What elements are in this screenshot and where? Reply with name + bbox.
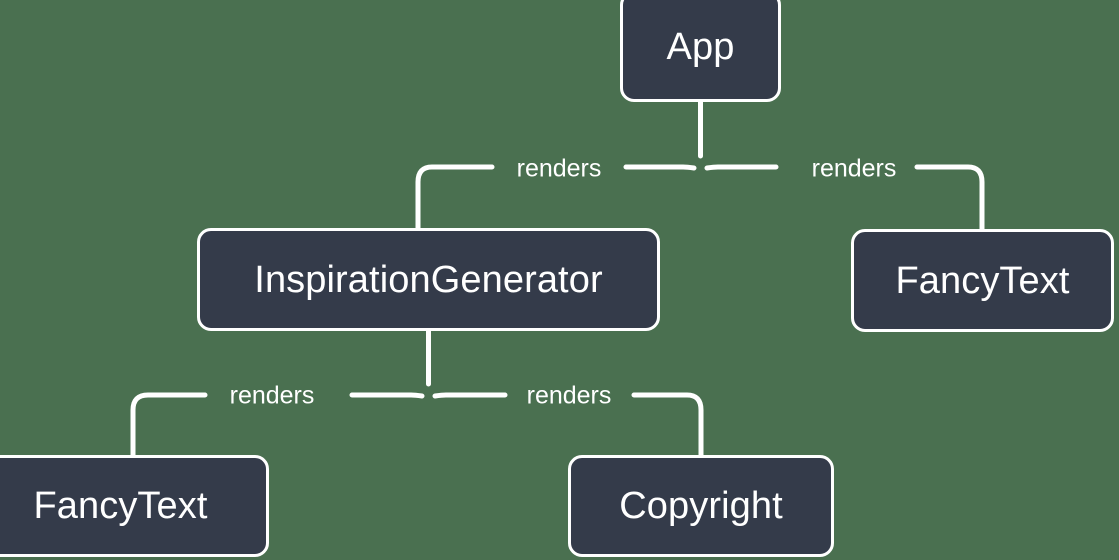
node-inspirationgenerator[interactable]: InspirationGenerator [197, 228, 660, 331]
node-copyright[interactable]: Copyright [568, 455, 834, 557]
edge-inspirationgenerator-to-fancytext [349, 392, 425, 399]
edge-label-app-to-fancytext-right: renders [811, 154, 897, 183]
edge-app-to-inspirationgenerator [623, 164, 697, 171]
edge-app-to-inspirationgenerator-arm [415, 164, 495, 231]
node-app[interactable]: App [620, 0, 781, 102]
edge-label-inspirationgenerator-to-fancytext: renders [229, 381, 315, 410]
node-inspirationgenerator-label: InspirationGenerator [254, 258, 603, 301]
edge-label-app-to-inspirationgenerator: renders [516, 154, 602, 183]
edge-inspirationgenerator-to-copyright-arm [631, 392, 704, 458]
edge-inspirationgenerator-to-copyright [432, 392, 508, 399]
node-fancytext-right-label: FancyText [895, 259, 1070, 302]
edge-inspirationgenerator-to-fancytext-arm [130, 392, 208, 458]
edge-app-to-fancytext-right [704, 164, 779, 171]
node-fancytext-bottom[interactable]: FancyText [0, 455, 269, 557]
node-fancytext-right[interactable]: FancyText [851, 229, 1114, 332]
edge-app-to-fancytext-right-arm [914, 164, 985, 232]
node-fancytext-bottom-label: FancyText [33, 485, 208, 527]
edge-label-inspirationgenerator-to-copyright: renders [526, 381, 612, 410]
node-copyright-label: Copyright [619, 485, 783, 527]
node-app-label: App [666, 25, 735, 68]
